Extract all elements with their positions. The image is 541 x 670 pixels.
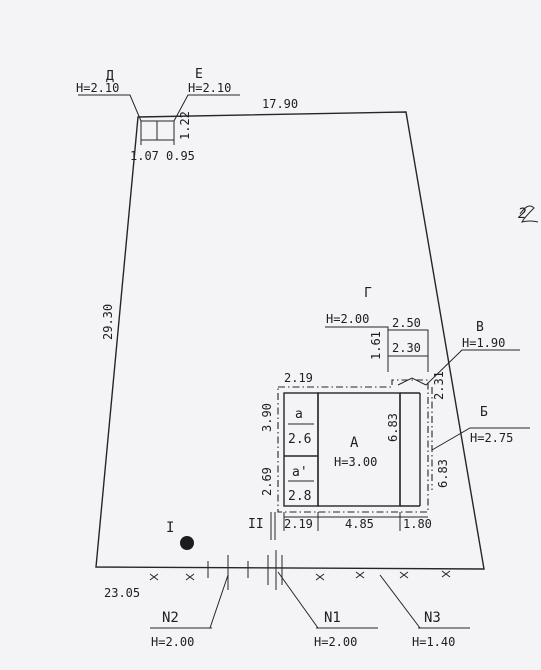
well-icon bbox=[180, 536, 194, 550]
main-building: a 2.6 3.90 a' 2.8 2.69 А H=3.00 6.83 2.1… bbox=[260, 371, 432, 531]
dim-v-d: 2.31 bbox=[432, 371, 446, 400]
side-top-dim: 17.90 bbox=[262, 97, 298, 111]
height-e: H=2.10 bbox=[188, 81, 231, 95]
node-n3-label: N3 bbox=[424, 610, 441, 626]
dim-top: 2.19 bbox=[284, 371, 313, 385]
structure-v-roof bbox=[397, 377, 427, 386]
side-left-dim: 29.30 bbox=[101, 304, 115, 340]
label-v: В bbox=[476, 320, 484, 335]
structure-g-box bbox=[387, 329, 429, 357]
height-g: H=2.00 bbox=[326, 312, 369, 326]
structure-b: Б H=2.75 6.83 bbox=[431, 387, 530, 490]
label-b: Б bbox=[480, 405, 488, 420]
label-e: Е bbox=[195, 67, 203, 82]
marker-i: I bbox=[166, 520, 194, 550]
node-n3-height: H=1.40 bbox=[412, 635, 455, 649]
leader-d bbox=[78, 94, 142, 122]
leader-n1 bbox=[277, 571, 319, 629]
node-n2: N2 H=2.00 bbox=[150, 574, 229, 649]
dim-g-w: 2.50 bbox=[392, 316, 421, 330]
room-a-value: 2.6 bbox=[288, 432, 311, 447]
dim-d-w1: 1.07 bbox=[130, 149, 159, 163]
dim-g-inner: 2.30 bbox=[392, 341, 421, 355]
plot-boundary bbox=[95, 111, 485, 570]
node-n1-height: H=2.00 bbox=[314, 635, 357, 649]
node-n1: N1 H=2.00 bbox=[277, 571, 378, 649]
dim-bottom-2: 4.85 bbox=[345, 517, 374, 531]
leader-n2 bbox=[209, 574, 229, 629]
dim-d-w2: 0.95 bbox=[166, 149, 195, 163]
side-bottom-dim: 23.05 bbox=[104, 586, 140, 600]
dim-g-d: 1.61 bbox=[369, 331, 383, 360]
fence-marks bbox=[149, 550, 451, 590]
room-a-letter: a bbox=[295, 407, 303, 422]
structure-g: Г H=2.00 2.50 2.30 1.61 bbox=[325, 286, 429, 372]
height-v: H=1.90 bbox=[462, 336, 505, 350]
dim-a2-d: 2.69 bbox=[260, 467, 274, 496]
height-d: H=2.10 bbox=[76, 81, 119, 95]
node-n2-label: N2 bbox=[162, 610, 179, 626]
node-n3: N3 H=1.40 bbox=[379, 574, 470, 649]
structure-v: В H=1.90 2.31 bbox=[397, 320, 520, 400]
node-n2-height: H=2.00 bbox=[151, 635, 194, 649]
room-main-letter: А bbox=[350, 435, 359, 451]
dim-bottom-1: 2.19 bbox=[284, 517, 313, 531]
room-a2-value: 2.8 bbox=[288, 489, 311, 504]
room-main-height: H=3.00 bbox=[334, 455, 377, 469]
building-outline bbox=[277, 379, 429, 513]
marker-i-label: I bbox=[166, 520, 174, 536]
dim-b-d: 6.83 bbox=[436, 459, 450, 488]
room-a-main bbox=[317, 392, 401, 507]
dim-main-d: 6.83 bbox=[386, 413, 400, 442]
leader-e bbox=[173, 94, 240, 122]
marker-ii-label: II bbox=[248, 517, 264, 532]
label-g: Г bbox=[364, 286, 372, 301]
height-b: H=2.75 bbox=[470, 431, 513, 445]
label-d: Д bbox=[106, 69, 114, 84]
margin-squiggle bbox=[519, 205, 539, 223]
margin-mark: 2 bbox=[518, 206, 526, 222]
structure-d-e: Д H=2.10 Е H=2.10 1.07 0.95 1.22 bbox=[76, 67, 240, 163]
dim-bottom-3: 1.80 bbox=[403, 517, 432, 531]
leader-b bbox=[431, 427, 530, 451]
leader-v bbox=[425, 349, 520, 386]
dim-d-len: 1.22 bbox=[178, 111, 192, 140]
leader-n3 bbox=[379, 574, 421, 629]
room-a2-letter: a' bbox=[292, 465, 308, 480]
dim-a-d: 3.90 bbox=[260, 403, 274, 432]
node-n1-label: N1 bbox=[324, 610, 341, 626]
